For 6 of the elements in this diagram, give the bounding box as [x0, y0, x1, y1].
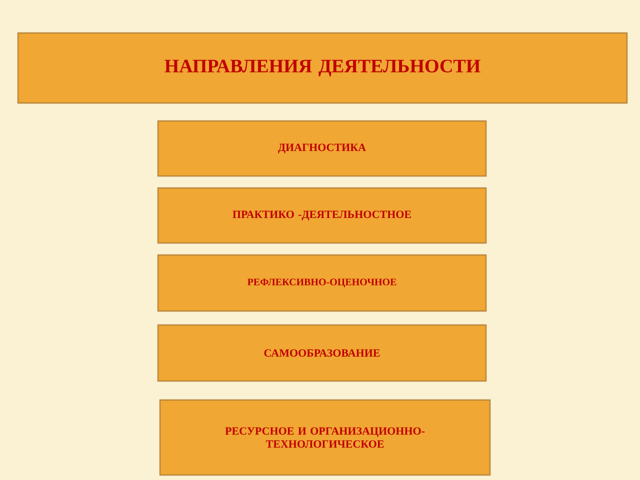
direction-box: САМООБРАЗОВАНИЕ	[157, 324, 487, 382]
heading-box: НАПРАВЛЕНИЯ ДЕЯТЕЛЬНОСТИ	[17, 32, 628, 104]
direction-box: РЕФЛЕКСИВНО-ОЦЕНОЧНОЕ	[157, 254, 487, 312]
direction-box: РЕСУРСНОЕ И ОРГАНИЗАЦИОННО-ТЕХНОЛОГИЧЕСКОЕ	[159, 399, 491, 476]
direction-box: ПРАКТИКО -ДЕЯТЕЛЬНОСТНОЕ	[157, 187, 487, 244]
direction-box: ДИАГНОСТИКА	[157, 120, 487, 177]
